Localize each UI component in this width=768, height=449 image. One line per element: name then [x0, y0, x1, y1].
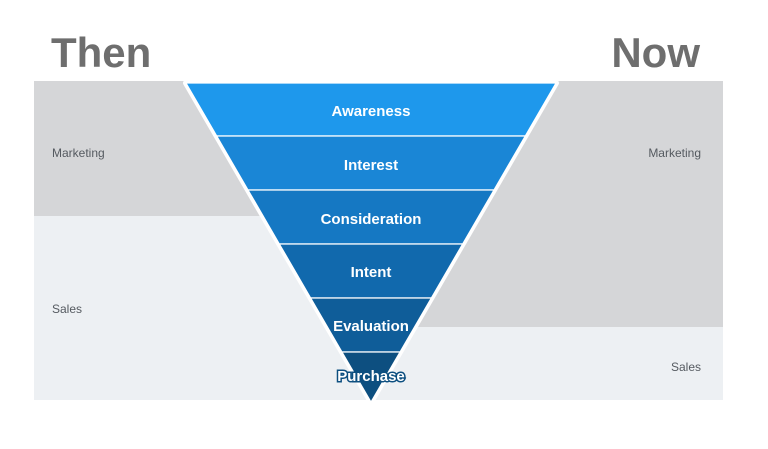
now-marketing-label: Marketing — [648, 146, 701, 160]
now-sales-label: Sales — [670, 360, 701, 374]
stage-label-interest: Interest — [344, 157, 398, 174]
stage-label-awareness: Awareness — [332, 103, 411, 120]
then-sales-label: Sales — [52, 302, 83, 316]
stage-label-consideration: Consideration — [321, 211, 422, 228]
now-heading: Now — [611, 29, 700, 76]
then-heading: Then — [51, 29, 152, 76]
funnel-stage-purchase — [340, 351, 402, 404]
funnel-stages — [184, 82, 558, 404]
now-sales-band — [385, 327, 723, 400]
stage-label-evaluation: Evaluation — [333, 318, 409, 335]
then-marketing-label: Marketing — [52, 146, 105, 160]
stage-label-intent: Intent — [351, 264, 392, 281]
stage-label-purchase: Purchase — [337, 368, 405, 385]
